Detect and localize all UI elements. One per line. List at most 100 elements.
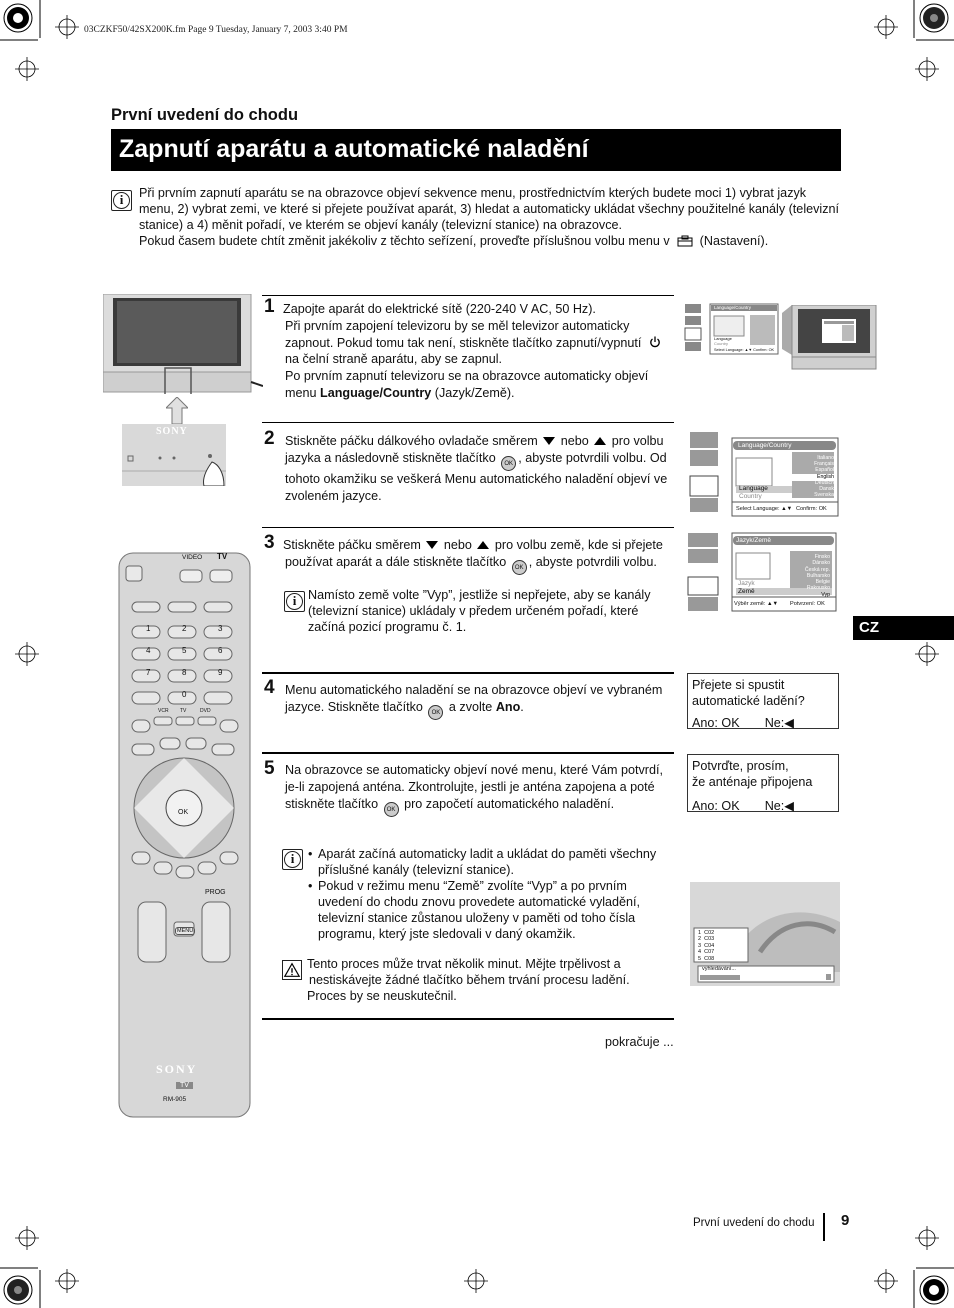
osd-no-option[interactable]: Ne:◀	[764, 799, 794, 813]
step-number: 4	[264, 677, 275, 698]
language-option[interactable]: Français	[814, 461, 834, 468]
menu-language-country: Language/Country Language Country Italia…	[688, 430, 840, 518]
language-option-selected[interactable]: English	[816, 473, 834, 480]
osd-no-option[interactable]: Ne:◀	[764, 716, 794, 730]
panel-buttons	[122, 454, 226, 486]
step-line-part: nebo	[560, 434, 589, 448]
remote-tv-label: TV	[217, 552, 228, 561]
step-line: zapnout. Pokud tomu tak není, stiskněte …	[283, 335, 675, 352]
step-line: Menu automatického naladění se na obrazo…	[285, 683, 663, 697]
channel-row: 5 C08	[698, 956, 714, 962]
language-option[interactable]: Svenska	[814, 492, 834, 499]
step-divider	[262, 752, 674, 754]
menu-country-list: Finsko Dánsko Česká rep. Bulharsko Belgi…	[790, 554, 830, 598]
country-option[interactable]: Finsko	[814, 554, 830, 560]
step-4-text: Menu automatického naladění se na obrazo…	[285, 682, 675, 720]
remote-model: RM-905	[163, 1096, 187, 1103]
digit-0[interactable]: 0	[182, 690, 187, 699]
osd-yes-option[interactable]: Ano: OK	[692, 799, 740, 813]
digit-3[interactable]: 3	[218, 624, 223, 633]
country-option[interactable]: Dánsko	[812, 560, 830, 567]
yes-option-bold: Ano	[495, 699, 521, 714]
osd-antenna-confirm: Potvrďte, prosím, že anténaje připojena …	[687, 754, 839, 813]
step-3-note: Namísto země volte ”Vyp”, jestliže si ne…	[308, 587, 674, 635]
osd-yes-option[interactable]: Ano: OK	[692, 716, 740, 730]
digit-5[interactable]: 5	[182, 646, 187, 655]
intro-line: menu, 2) vybrat zemi, ve které si přejet…	[139, 202, 840, 216]
warning-line: Proces by se neuskutečnil.	[307, 989, 457, 1003]
title-bar: Zapnutí aparátu a automatické naladění	[111, 129, 841, 171]
step-line-part: nebo	[443, 538, 472, 552]
country-option[interactable]: Rakousko	[806, 585, 830, 592]
language-option[interactable]: Italiano	[817, 455, 834, 461]
step-line-part: Stiskněte páčku směrem	[283, 538, 421, 552]
digit-8[interactable]: 8	[182, 668, 187, 677]
step-2-text: Stiskněte páčku dálkového ovladače směre…	[285, 433, 675, 504]
menu-country-label: Country	[739, 493, 762, 500]
country-option-selected[interactable]: Vyp	[821, 591, 830, 598]
step-line-part: pro započetí automatického naladění.	[404, 796, 615, 811]
step-line-part: , abyste potvrdili volbu. Od	[518, 450, 667, 465]
step-line-part: (Jazyk/Země).	[434, 385, 515, 400]
digit-6[interactable]: 6	[218, 646, 223, 655]
channel-row: 4 C07	[698, 949, 714, 955]
step-5-text: Na obrazovce se automaticky objeví nové …	[285, 762, 675, 817]
country-option[interactable]: Česká rep.	[804, 566, 830, 573]
channel-row: 3 C04	[698, 943, 714, 949]
language-option[interactable]: Español	[815, 467, 834, 474]
settings-menu-icon	[677, 235, 693, 247]
step-divider	[262, 672, 674, 674]
note-line: (televizní stanice) ukládaly v předem ur…	[308, 604, 639, 618]
ok-button-icon: OK	[383, 801, 399, 817]
intro-line: stanice) a 4) měnit pořadí, ve kterém se…	[139, 218, 622, 232]
country-option[interactable]: Bulharsko	[806, 572, 830, 579]
warning-text: Tento proces může trvat několik minut. M…	[307, 956, 673, 1004]
digit-7[interactable]: 7	[146, 668, 151, 677]
language-option[interactable]: Deutsch	[814, 479, 834, 486]
menu-footer-left: Select Language: ▲▼	[736, 506, 793, 512]
step-line: Stiskněte páčku dálkového ovladače směre…	[285, 433, 675, 450]
menu-header: Language/Country	[714, 305, 752, 310]
section-title: První uvedení do chodu	[111, 106, 299, 124]
warning-line: nestiskávejte žádné tlačítko během trván…	[309, 973, 630, 987]
digit-2[interactable]: 2	[182, 624, 187, 633]
channel-number: 2	[698, 936, 702, 943]
intro-line: Při prvním zapnutí aparátu se na obrazov…	[139, 186, 807, 200]
step-number: 5	[264, 758, 275, 779]
step-line-part: zapnout. Pokud tomu tak není, stiskněte …	[285, 335, 642, 350]
channel-number: 4	[698, 949, 702, 956]
channel-code: C03	[704, 936, 715, 943]
ok-button-icon: OK	[511, 559, 527, 575]
menu-country: Jazyk/Země Jazyk Země Finsko Dánsko Česk…	[686, 531, 838, 613]
digit-4[interactable]: 4	[146, 646, 151, 655]
ok-button-icon: OK	[428, 704, 444, 720]
language-option[interactable]: Dansk	[819, 486, 834, 493]
mode-label: TV	[180, 708, 187, 714]
step-line-part: , abyste potvrdili volbu.	[528, 554, 657, 569]
channel-code: C04	[704, 942, 715, 949]
step-line: Zapojte aparát do elektrické sítě (220-2…	[283, 302, 596, 316]
step-line: jazyka a následovně stiskněte tlačítko O…	[285, 450, 675, 471]
digit-9[interactable]: 9	[218, 668, 223, 677]
mode-label: DVD	[200, 708, 211, 714]
menu-country-label: Country	[714, 341, 729, 346]
menu-language-list: Italiano Français Español English Deutsc…	[792, 455, 834, 498]
country-option[interactable]: Belgie	[815, 579, 830, 586]
language-tab-cz: CZ	[853, 616, 954, 640]
menu-language-label: Language	[739, 485, 768, 492]
menu-footer-right: Confirm: OK	[796, 506, 827, 512]
step-line: stiskněte tlačítko OK pro započetí autom…	[285, 796, 675, 817]
remote-ok-label[interactable]: OK	[178, 809, 189, 816]
intro-text: Při prvním zapnutí aparátu se na obrazov…	[139, 185, 844, 249]
osd-start-tuning: Přejete si spustit automatické ladění? A…	[687, 673, 839, 730]
step-line-part: pro volbu země, kde si přejete	[494, 538, 663, 552]
digit-1[interactable]: 1	[146, 624, 151, 633]
info-icon: i	[282, 849, 303, 870]
mode-label: VCR	[158, 708, 169, 714]
file-header: 03CZKF50/42SX200K.fm Page 9 Tuesday, Jan…	[84, 25, 348, 35]
step-number: 3	[264, 532, 275, 553]
zoom-arrow	[166, 397, 188, 424]
step-divider	[262, 527, 674, 528]
remote-menu-label[interactable]: MENU	[175, 927, 196, 935]
menu-language-label: Jazyk	[738, 580, 755, 587]
